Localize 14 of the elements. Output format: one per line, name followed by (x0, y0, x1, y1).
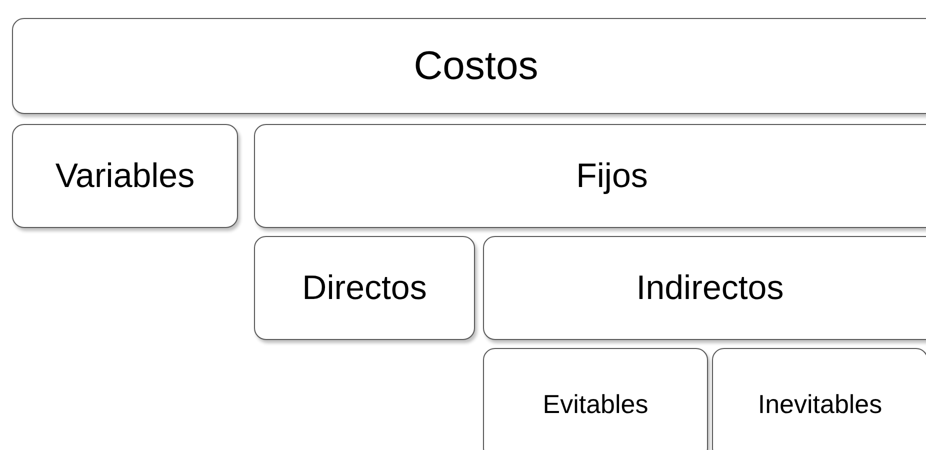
category-label: Indirectos (636, 268, 784, 308)
category-box (712, 348, 926, 450)
category-box (483, 236, 926, 340)
category-label: Inevitables (758, 388, 882, 420)
category-label: Fijos (576, 156, 648, 196)
category-label: Costos (414, 44, 538, 88)
category-box (254, 124, 926, 228)
category-label: Evitables (542, 388, 648, 420)
category-box (483, 348, 708, 450)
category-label: Variables (55, 156, 195, 196)
category-box (12, 18, 926, 114)
category-label: Directos (302, 268, 427, 308)
category-box (254, 236, 475, 340)
category-box (12, 124, 238, 228)
